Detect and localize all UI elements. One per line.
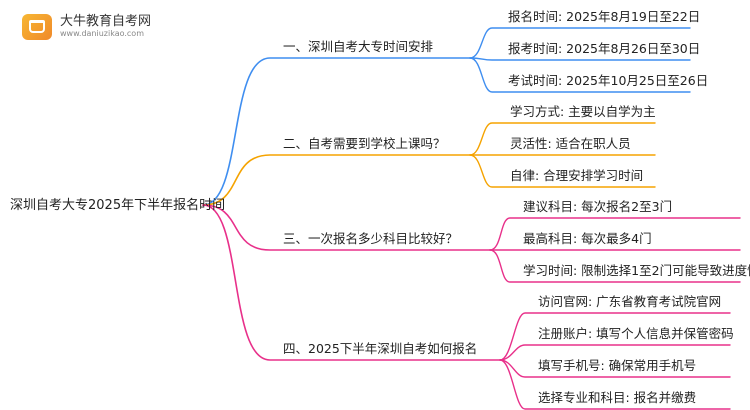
leaf-connector-3-1 xyxy=(489,217,741,251)
branch-connector-2 xyxy=(202,154,471,206)
leaf-3-3: 学习时间: 限制选择1至2门可能导致进度慢 xyxy=(523,263,750,278)
leaf-connector-1-2 xyxy=(469,57,691,61)
leaf-3-1: 建议科目: 每次报名2至3门 xyxy=(523,199,672,214)
leaf-1-3: 考试时间: 2025年10月25日至26日 xyxy=(508,73,708,88)
leaf-connector-1-1 xyxy=(469,27,691,59)
branch-label-1: 一、深圳自考大专时间安排 xyxy=(283,39,434,54)
leaf-2-1: 学习方式: 主要以自学为主 xyxy=(510,104,656,119)
branch-3: 三、一次报名多少科目比较好？ 建议科目: 每次报名2至3门 最高科目: 每次最多… xyxy=(283,199,750,278)
branch-connector-4 xyxy=(202,204,501,361)
site-logo: 大牛教育自考网 www.daniuzikao.com xyxy=(22,14,151,40)
leaf-4-4: 选择专业和科目: 报名并缴费 xyxy=(538,390,696,405)
leaf-1-1: 报名时间: 2025年8月19日至22日 xyxy=(508,9,700,24)
branch-1: 一、深圳自考大专时间安排 报名时间: 2025年8月19日至22日 报考时间: … xyxy=(283,9,708,88)
branch-2: 二、自考需要到学校上课吗？ 学习方式: 主要以自学为主 灵活性: 适合在职人员 … xyxy=(283,104,656,183)
leaf-connector-2-1 xyxy=(469,122,656,156)
leaf-connector-1-3 xyxy=(469,57,691,93)
leaf-2-2: 灵活性: 适合在职人员 xyxy=(510,136,631,151)
branch-label-4: 四、2025下半年深圳自考如何报名 xyxy=(283,341,477,356)
leaf-4-3: 填写手机号: 确保常用手机号 xyxy=(538,358,696,373)
leaf-3-2: 最高科目: 每次最多4门 xyxy=(523,231,652,246)
leaf-connector-4-2 xyxy=(499,344,731,361)
leaf-4-1: 访问官网: 广东省教育考试院官网 xyxy=(538,294,721,309)
site-name: 大牛教育自考网 xyxy=(60,14,152,30)
leaf-1-2: 报考时间: 2025年8月26日至30日 xyxy=(508,41,700,56)
leaf-connector-4-1 xyxy=(499,312,731,361)
leaf-connector-4-4 xyxy=(499,359,731,410)
leaf-2-3: 自律: 合理安排学习时间 xyxy=(510,168,643,183)
mindmap-links xyxy=(202,27,741,410)
branch-label-2: 二、自考需要到学校上课吗？ xyxy=(283,136,446,151)
branch-label-3: 三、一次报名多少科目比较好？ xyxy=(283,231,458,246)
branch-connector-1 xyxy=(202,57,471,206)
branch-4: 四、2025下半年深圳自考如何报名 访问官网: 广东省教育考试院官网 注册账户:… xyxy=(283,294,734,405)
branch-connector-3 xyxy=(202,204,491,251)
leaf-connector-3-3 xyxy=(489,249,741,283)
site-url: www.daniuzikao.com xyxy=(60,28,144,38)
leaf-connector-2-3 xyxy=(469,154,656,188)
book-icon xyxy=(22,14,52,40)
root-node: 深圳自考大专2025年下半年报名时间 xyxy=(10,197,225,213)
leaf-4-2: 注册账户: 填写个人信息并保管密码 xyxy=(538,326,734,341)
